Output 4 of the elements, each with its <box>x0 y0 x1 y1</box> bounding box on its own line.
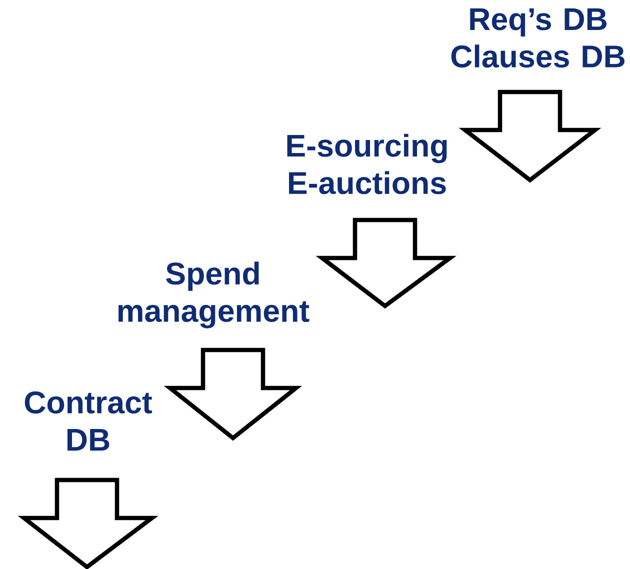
step-label: Spend management <box>118 262 310 328</box>
step-label: Contract DB <box>24 391 152 451</box>
step-label: Req’s DB Clauses DB <box>451 8 624 68</box>
step-label: E-sourcing E-auctions <box>287 134 447 194</box>
